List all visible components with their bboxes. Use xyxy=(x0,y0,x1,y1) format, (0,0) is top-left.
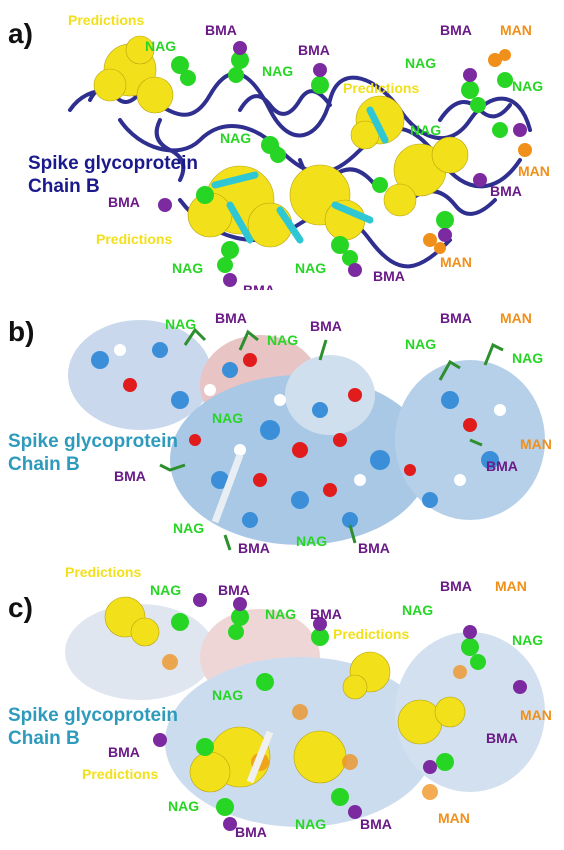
label-nag: NAG xyxy=(295,816,327,832)
label-bma: BMA xyxy=(358,540,390,556)
label-bma: BMA xyxy=(360,816,392,832)
label-bma: BMA xyxy=(235,824,267,840)
label-man: MAN xyxy=(438,810,470,826)
label-nag: NAG xyxy=(265,606,297,622)
label-bma: BMA xyxy=(440,578,472,594)
label-nag: NAG xyxy=(402,602,434,618)
chain-title-line2: Chain B xyxy=(8,728,80,749)
label-nag: NAG xyxy=(165,316,197,332)
label-nag: NAG xyxy=(267,332,299,348)
label-nag: NAG xyxy=(172,260,204,276)
label-nag: NAG xyxy=(262,63,294,79)
label-bma: BMA xyxy=(108,744,140,760)
label-bma: BMA xyxy=(108,194,140,210)
label-bma: BMA xyxy=(310,606,342,622)
panel-label-c: c) xyxy=(8,592,33,623)
label-nag: NAG xyxy=(145,38,177,54)
label-predictions: Predictions xyxy=(333,626,410,642)
label-nag: NAG xyxy=(168,798,200,814)
panel-a: a) Spike glycoprotein Chain B Prediction… xyxy=(0,0,564,290)
chain-title-line1: Spike glycoprotein xyxy=(8,705,178,726)
label-nag: NAG xyxy=(212,687,244,703)
label-predictions: Predictions xyxy=(343,80,420,96)
label-bma: BMA xyxy=(238,540,270,556)
label-nag: NAG xyxy=(512,632,544,648)
label-nag: NAG xyxy=(295,260,327,276)
label-nag: NAG xyxy=(150,582,182,598)
label-nag: NAG xyxy=(296,533,328,549)
label-predictions: Predictions xyxy=(96,231,173,247)
label-man: MAN xyxy=(495,578,527,594)
panel-c: c) Spike glycoprotein Chain B Prediction… xyxy=(0,562,564,850)
label-man: MAN xyxy=(440,254,472,270)
label-nag: NAG xyxy=(512,350,544,366)
label-bma: BMA xyxy=(218,582,250,598)
label-nag: NAG xyxy=(512,78,544,94)
label-bma: BMA xyxy=(215,310,247,326)
label-man: MAN xyxy=(500,22,532,38)
label-nag: NAG xyxy=(173,520,205,536)
surface-structure xyxy=(68,320,545,551)
label-bma: BMA xyxy=(205,22,237,38)
label-nag: NAG xyxy=(405,336,437,352)
label-nag: NAG xyxy=(405,55,437,71)
label-bma: BMA xyxy=(486,458,518,474)
label-predictions: Predictions xyxy=(82,766,159,782)
label-nag: NAG xyxy=(212,410,244,426)
label-predictions: Predictions xyxy=(68,12,145,28)
chain-title-a: Spike glycoprotein Chain B xyxy=(28,152,198,198)
label-bma: BMA xyxy=(440,22,472,38)
chain-title-line1: Spike glycoprotein xyxy=(8,431,178,452)
label-bma: BMA xyxy=(486,730,518,746)
label-man: MAN xyxy=(520,436,552,452)
label-man: MAN xyxy=(520,707,552,723)
label-bma: BMA xyxy=(490,183,522,199)
label-predictions: Predictions xyxy=(65,564,142,580)
label-bma: BMA xyxy=(298,42,330,58)
label-nag: NAG xyxy=(410,122,442,138)
label-bma: BMA xyxy=(310,318,342,334)
label-bma: BMA xyxy=(440,310,472,326)
label-bma: BMA xyxy=(114,468,146,484)
chain-title-line2: Chain B xyxy=(8,454,80,475)
label-nag: NAG xyxy=(220,130,252,146)
combined-structure xyxy=(65,593,545,831)
label-man: MAN xyxy=(500,310,532,326)
label-man: MAN xyxy=(518,163,550,179)
chain-title-line1: Spike glycoprotein xyxy=(28,153,198,174)
ribbon-structure xyxy=(68,35,532,287)
panel-b: b) Spike glycoprotein Chain B NAG BMA NA… xyxy=(0,290,564,562)
chain-title-b: Spike glycoprotein Chain B xyxy=(8,430,178,476)
chain-title-c: Spike glycoprotein Chain B xyxy=(8,704,178,750)
panel-label-b: b) xyxy=(8,316,35,347)
label-bma: BMA xyxy=(373,268,405,284)
chain-title-line2: Chain B xyxy=(28,176,100,197)
panel-label-a: a) xyxy=(8,18,33,49)
label-bma: BMA xyxy=(243,282,275,290)
